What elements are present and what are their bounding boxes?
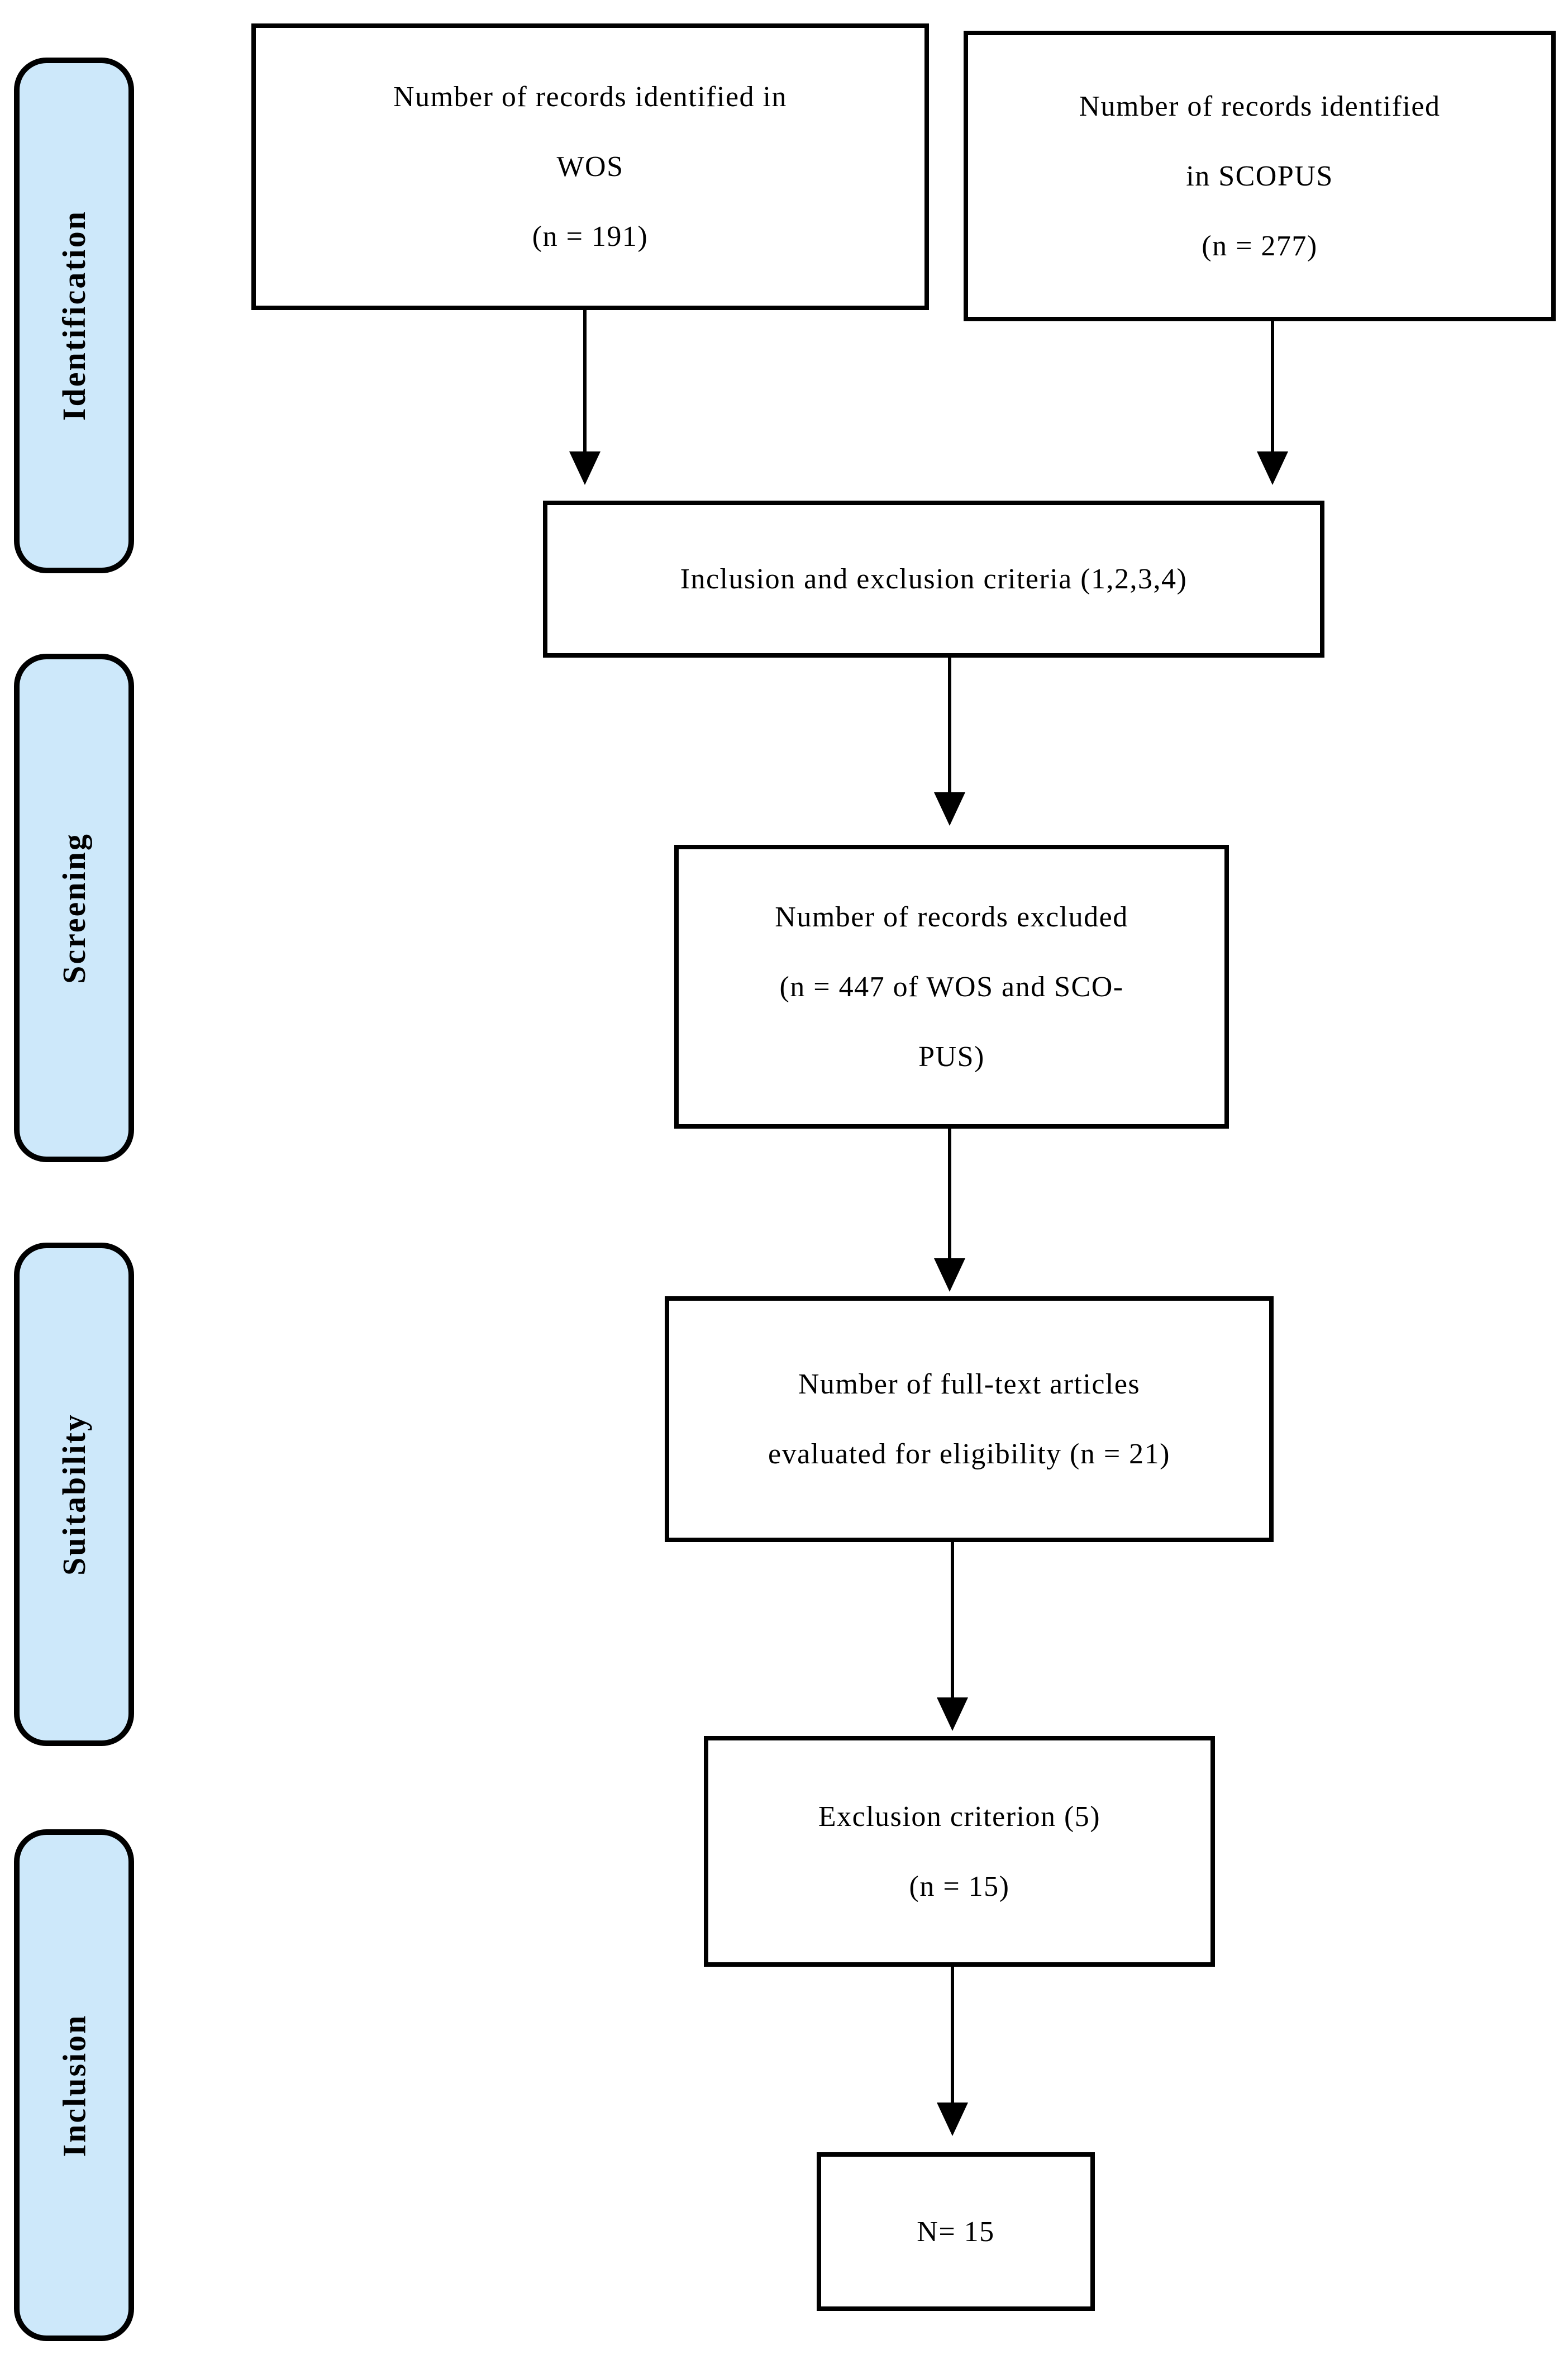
box-inclusion-exclusion-criteria: Inclusion and exclusion criteria (1,2,3,…	[543, 501, 1324, 658]
stage-box-inclusion: Inclusion	[14, 1829, 134, 2341]
box-line: Number of full-text articles	[798, 1368, 1141, 1400]
box-records-identified-wos: Number of records identified in WOS (n =…	[251, 23, 929, 310]
arrow-down-icon	[569, 451, 600, 485]
box-line: N= 15	[917, 2215, 995, 2248]
arrow-scopus-to-criteria	[1257, 321, 1288, 485]
arrow-exclusion5-to-final	[937, 1967, 968, 2136]
arrow-stem	[1271, 321, 1274, 451]
box-fulltext-evaluated: Number of full-text articles evaluated f…	[665, 1296, 1274, 1542]
arrow-stem	[951, 1542, 954, 1697]
box-records-identified-scopus: Number of records identified in SCOPUS (…	[964, 31, 1556, 321]
box-line: in SCOPUS	[1186, 160, 1333, 192]
stage-box-identification: Identification	[14, 58, 134, 573]
stage-box-screening: Screening	[14, 654, 134, 1162]
arrow-criteria-to-excluded	[934, 658, 965, 826]
box-line: Number of records identified in	[393, 81, 787, 113]
box-exclusion-criterion-5: Exclusion criterion (5) (n = 15)	[704, 1736, 1215, 1967]
box-line: evaluated for eligibility (n = 21)	[768, 1438, 1171, 1470]
arrow-stem	[948, 1129, 951, 1258]
arrow-fulltext-to-exclusion5	[937, 1542, 968, 1731]
box-line: (n = 15)	[909, 1870, 1010, 1902]
arrow-stem	[583, 310, 587, 451]
arrow-stem	[948, 658, 951, 792]
stage-box-suitability: Suitability	[14, 1243, 134, 1746]
stage-label-screening: Screening	[56, 832, 92, 984]
box-line: Number of records excluded	[775, 901, 1128, 933]
box-line: Inclusion and exclusion criteria (1,2,3,…	[680, 563, 1188, 595]
arrow-excluded-to-fulltext	[934, 1129, 965, 1292]
box-final-n: N= 15	[817, 2152, 1095, 2311]
stage-label-inclusion: Inclusion	[56, 2014, 93, 2157]
box-line: WOS	[556, 151, 624, 183]
arrow-stem	[951, 1967, 954, 2103]
box-line: (n = 191)	[532, 221, 649, 253]
arrow-wos-to-criteria	[569, 310, 600, 485]
arrow-down-icon	[934, 792, 965, 826]
arrow-down-icon	[937, 1697, 968, 1731]
box-line: Number of records identified	[1079, 90, 1441, 122]
box-records-excluded: Number of records excluded (n = 447 of W…	[674, 845, 1229, 1129]
box-line: (n = 277)	[1202, 230, 1318, 262]
box-line: Exclusion criterion (5)	[818, 1800, 1101, 1833]
arrow-down-icon	[1257, 451, 1288, 485]
arrow-down-icon	[937, 2103, 968, 2136]
arrow-down-icon	[934, 1258, 965, 1292]
box-line: (n = 447 of WOS and SCO-	[779, 971, 1124, 1003]
box-line: PUS)	[918, 1040, 985, 1073]
stage-label-suitability: Suitability	[56, 1413, 93, 1576]
stage-label-identification: Identification	[56, 210, 92, 421]
